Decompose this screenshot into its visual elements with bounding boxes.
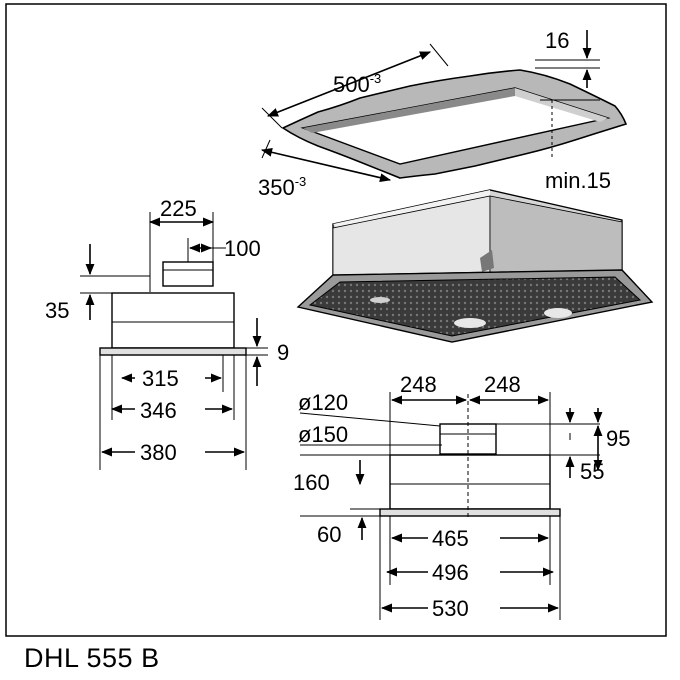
side-346-label: 346 [140,398,177,423]
min-gap-label: min.15 [545,168,611,193]
front-530-label: 530 [432,596,469,621]
front-248-left-label: 248 [400,372,437,397]
side-view-outline [99,261,247,356]
drawing-frame [5,3,667,637]
hood-body [296,189,654,343]
diameter-150-label: ø150 [298,422,348,447]
front-248-right-label: 248 [484,372,521,397]
side-9-label: 9 [277,340,289,365]
cutout-width-label: 350-3 [258,174,306,200]
side-225-label: 225 [160,196,197,221]
side-315-label: 315 [142,366,179,391]
front-465-label: 465 [432,526,469,551]
front-496-label: 496 [432,560,469,585]
cutout-length-label: 500-3 [333,71,381,97]
front-95-label: 95 [606,426,630,451]
front-view-outline [379,423,561,517]
cutout-thickness-label: 16 [545,28,569,53]
front-60-label: 60 [317,522,341,547]
diameter-120-label: ø120 [298,390,348,415]
model-title: DHL 555 B [24,643,160,673]
side-100-label: 100 [224,236,261,261]
side-380-label: 380 [140,440,177,465]
side-35-label: 35 [45,298,69,323]
front-55-label: 55 [580,459,604,484]
front-160-label: 160 [293,470,330,495]
